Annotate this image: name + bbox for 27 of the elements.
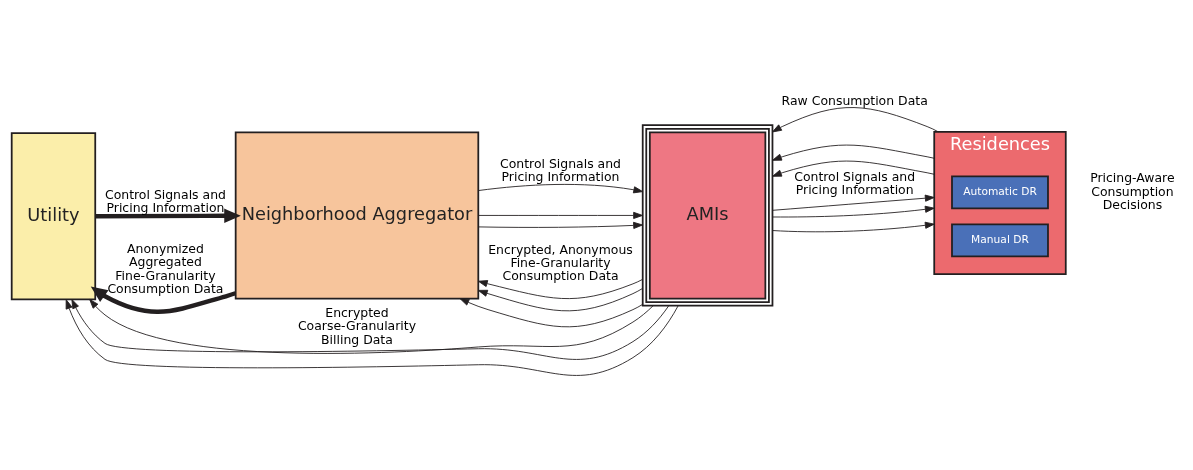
arrow	[459, 298, 644, 328]
arrow	[65, 299, 679, 376]
arrow	[477, 221, 643, 229]
arrow	[772, 144, 935, 161]
node-box: Manual DR	[951, 223, 1049, 258]
node-box: Neighborhood Aggregator	[234, 131, 480, 300]
node-label: Pricing-Aware Consumption Decisions	[1090, 170, 1175, 212]
arrow	[477, 278, 643, 299]
edge-label: Control Signals and Pricing Information	[500, 155, 621, 184]
arrow	[478, 183, 644, 194]
arrow	[772, 107, 939, 133]
arrow	[772, 205, 935, 218]
edge-label: Raw Consumption Data	[781, 92, 928, 108]
edge-label: Control Signals and Pricing Information	[794, 168, 916, 198]
edge-label: Encrypted Coarse-Granularity Billing Data	[297, 304, 417, 347]
arrow	[477, 211, 643, 219]
arrow	[772, 221, 935, 233]
node-box: Automatic DR	[951, 175, 1049, 210]
arrow	[772, 194, 935, 211]
arrow	[90, 286, 237, 314]
node-box: Utility	[10, 132, 97, 301]
edge-label: Encrypted, Anonymous Fine-Granularity Consumption Data	[488, 241, 633, 284]
edge-label: Control Signals and Pricing Information	[104, 186, 226, 216]
arrow	[477, 287, 644, 312]
edge-label: Anonymized Aggregated Fine-Granularity Consumption Data	[107, 240, 224, 296]
arrow	[772, 160, 935, 177]
arrow	[95, 208, 241, 224]
